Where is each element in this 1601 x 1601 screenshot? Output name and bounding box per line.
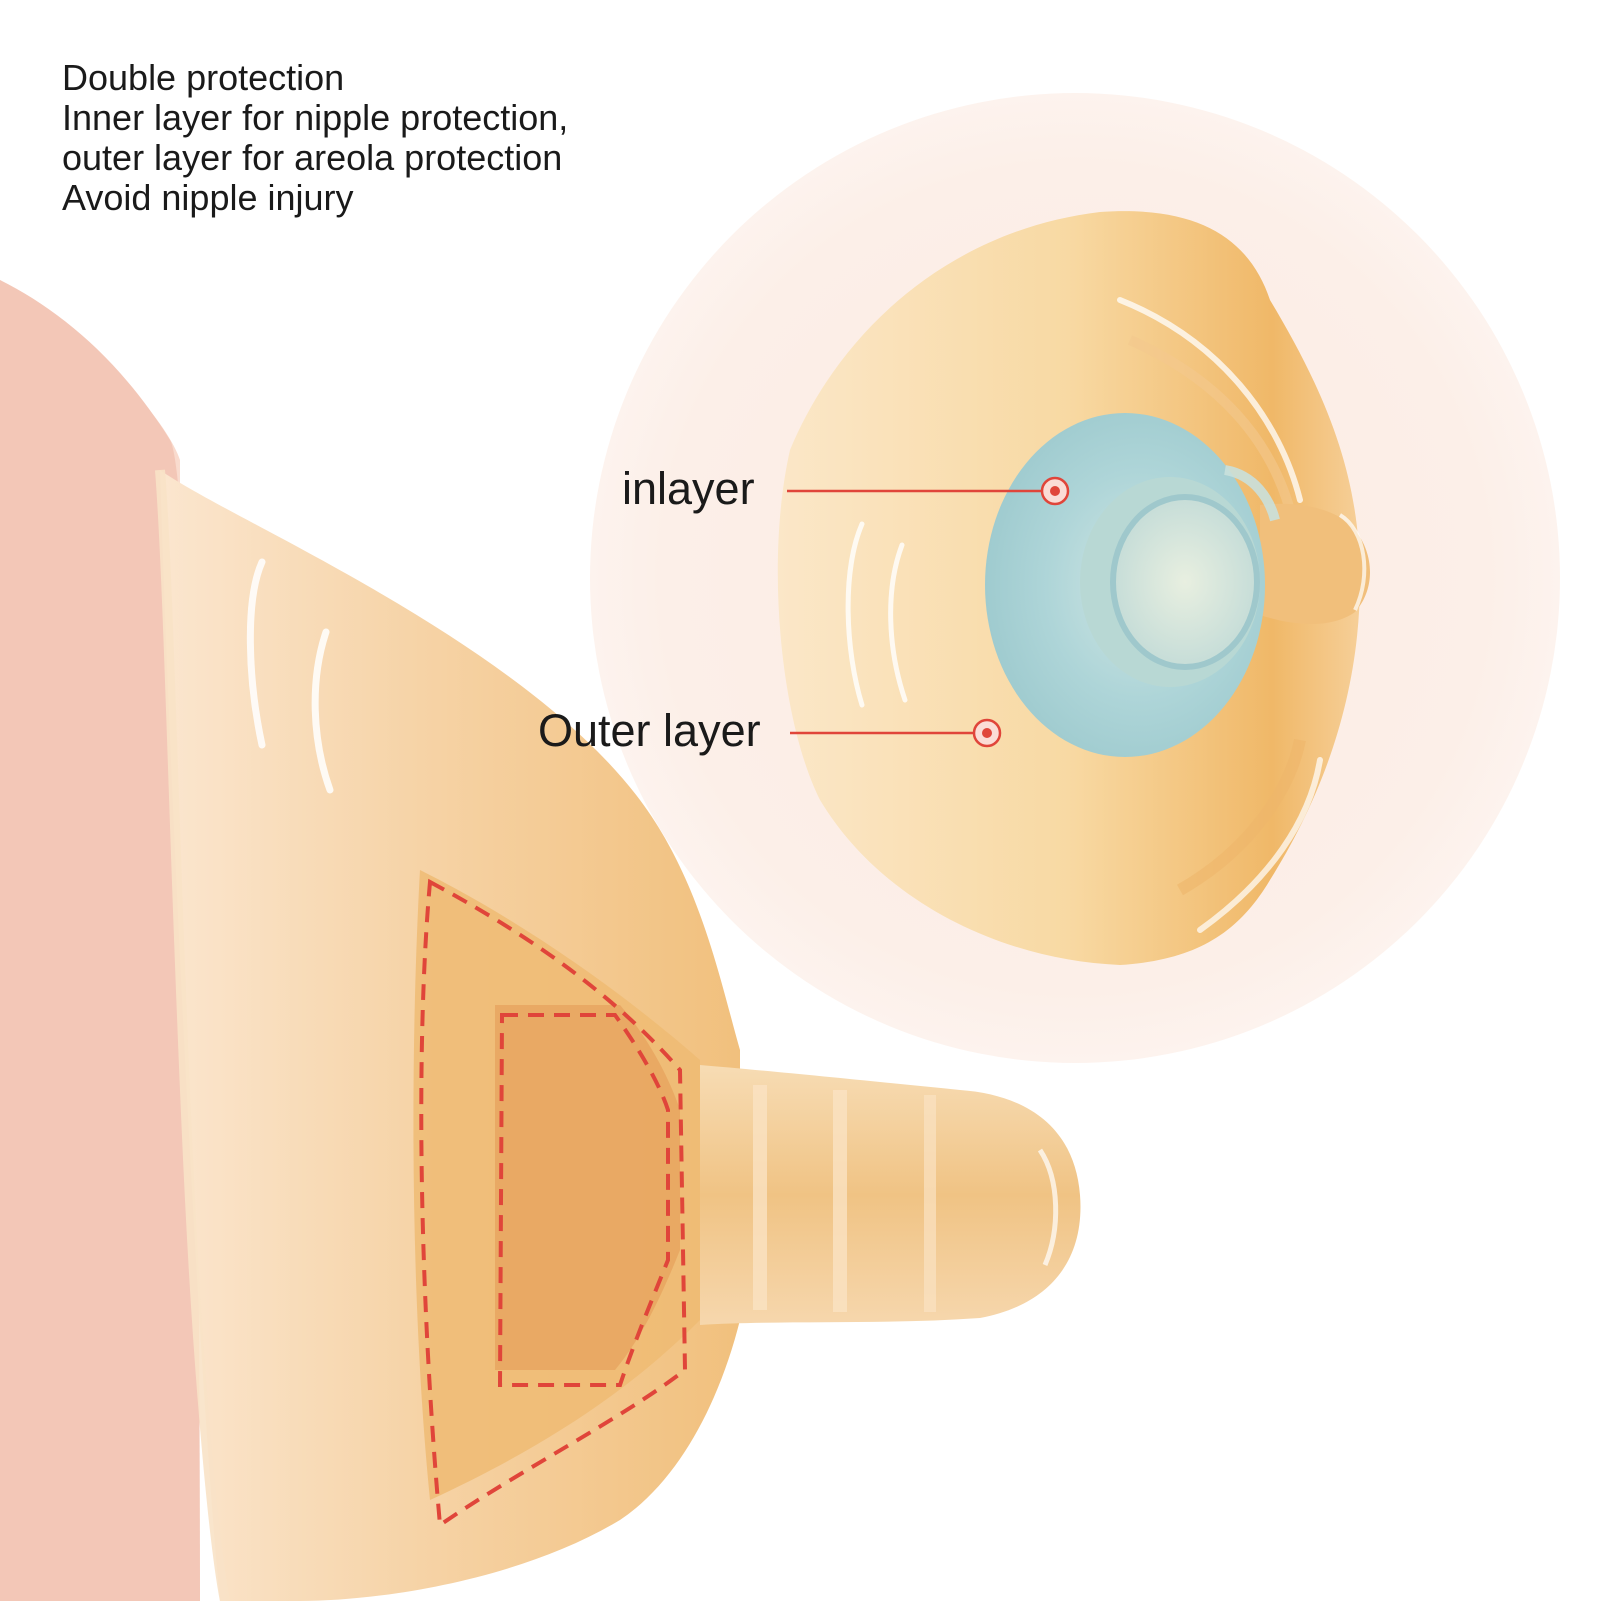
inlayer-outline	[497, 1013, 670, 1387]
description-text: Double protection Inner layer for nipple…	[62, 58, 702, 218]
description-line-1: Double protection	[62, 57, 345, 98]
description-line-2: Inner layer for nipple protection,	[62, 97, 569, 138]
grip-mark	[888, 542, 908, 703]
grip-mark	[311, 628, 334, 794]
description-line-4: Avoid nipple injury	[62, 177, 354, 218]
description-line-3: outer layer for areola protection	[62, 137, 563, 178]
teat	[700, 1065, 1081, 1325]
grip-mark	[246, 558, 266, 749]
breast-body	[0, 280, 200, 1601]
grip-mark	[845, 521, 865, 708]
inlayer-label: inlayer	[622, 463, 755, 514]
inner-opening	[1110, 494, 1260, 670]
outer-layer-label: Outer layer	[538, 705, 761, 756]
outer-layer-outline	[419, 878, 688, 1529]
